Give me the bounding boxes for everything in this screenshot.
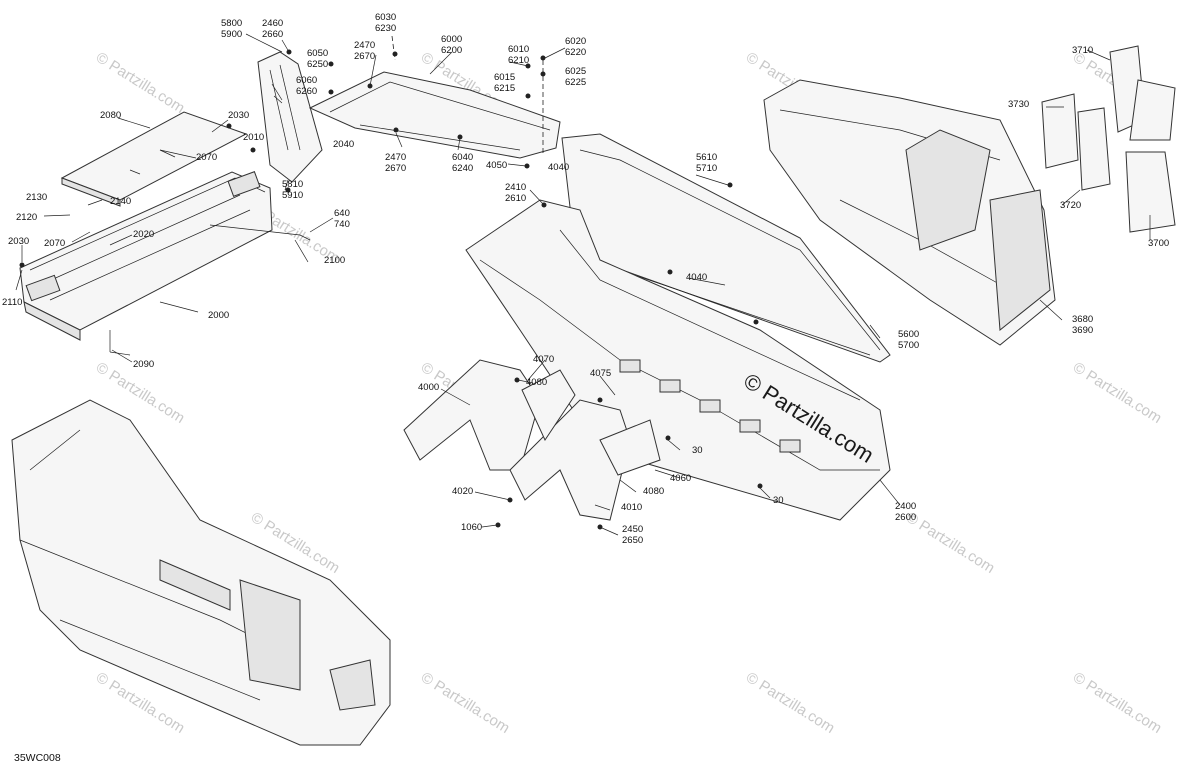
callout-label: 4060 bbox=[670, 473, 691, 484]
callout-label: 6240 bbox=[452, 163, 473, 174]
callout-label: 6020 bbox=[565, 36, 586, 47]
callout-label: 6000 bbox=[441, 34, 462, 45]
vertical-panel-part bbox=[257, 51, 323, 183]
callout-label: 2400 bbox=[895, 501, 916, 512]
callout-label: 5610 bbox=[696, 152, 717, 163]
callout-label: 6210 bbox=[508, 55, 529, 66]
seat-base-part bbox=[763, 79, 1056, 346]
callout-label: 5710 bbox=[696, 163, 717, 174]
callout-label: 2000 bbox=[208, 310, 229, 321]
callout-label: 3690 bbox=[1072, 325, 1093, 336]
callout-label: 2650 bbox=[622, 535, 643, 546]
callout-label: 6250 bbox=[307, 59, 328, 70]
callout-label: 4080 bbox=[526, 377, 547, 388]
callout-label: 5910 bbox=[282, 190, 303, 201]
callout-label: 2070 bbox=[44, 238, 65, 249]
callout-label: 2670 bbox=[354, 51, 375, 62]
callout-label: 2450 bbox=[622, 524, 643, 535]
front-console-part bbox=[11, 399, 391, 746]
callout-label: 6010 bbox=[508, 44, 529, 55]
callout-label: 5900 bbox=[221, 29, 242, 40]
callout-label: 2080 bbox=[100, 110, 121, 121]
callout-label: 4020 bbox=[452, 486, 473, 497]
callout-label: 6200 bbox=[441, 45, 462, 56]
callout-label: 4010 bbox=[621, 502, 642, 513]
callout-label: 2470 bbox=[354, 40, 375, 51]
callout-label: 2600 bbox=[895, 512, 916, 523]
callout-label: 740 bbox=[334, 219, 350, 230]
callout-label: 6225 bbox=[565, 77, 586, 88]
callout-label: 4040 bbox=[548, 162, 569, 173]
callout-label: 5810 bbox=[282, 179, 303, 190]
callout-label: 2120 bbox=[16, 212, 37, 223]
fastener-markers bbox=[19, 49, 763, 530]
callout-label: 2010 bbox=[243, 132, 264, 143]
callout-label: 640 bbox=[334, 208, 350, 219]
callout-label: 6015 bbox=[494, 72, 515, 83]
callout-label: 30 bbox=[773, 495, 784, 506]
callout-label: 30 bbox=[692, 445, 703, 456]
watermark-text: © Partzilla.com bbox=[93, 49, 188, 117]
callout-label: 4000 bbox=[418, 382, 439, 393]
callout-label: 6060 bbox=[296, 75, 317, 86]
callout-label: 2410 bbox=[505, 182, 526, 193]
callout-label: 2030 bbox=[228, 110, 249, 121]
callout-label: 4040 bbox=[686, 272, 707, 283]
diagram-code: 35WC008 bbox=[14, 752, 61, 764]
callout-label: 2670 bbox=[385, 163, 406, 174]
callout-label: 6040 bbox=[452, 152, 473, 163]
seat-frame-parts bbox=[403, 359, 661, 521]
callout-label: 2070 bbox=[196, 152, 217, 163]
console-frame-part bbox=[19, 171, 311, 356]
watermark-text: © Partzilla.com bbox=[903, 509, 998, 577]
callout-label: 2140 bbox=[110, 196, 131, 207]
callout-label: 3680 bbox=[1072, 314, 1093, 325]
watermark-text: © Partzilla.com bbox=[418, 669, 513, 737]
callout-label: 6030 bbox=[375, 12, 396, 23]
callout-label: 6215 bbox=[494, 83, 515, 94]
callout-label: 5800 bbox=[221, 18, 242, 29]
watermark-text: © Partzilla.com bbox=[1070, 669, 1165, 737]
callout-label: 4070 bbox=[533, 354, 554, 365]
watermark-text: © Partzilla.com bbox=[1070, 359, 1165, 427]
callout-label: 2130 bbox=[26, 192, 47, 203]
callout-label: 2040 bbox=[333, 139, 354, 150]
watermark-text: © Partzilla.com bbox=[743, 669, 838, 737]
callout-label: 4050 bbox=[486, 160, 507, 171]
callout-label: 5700 bbox=[898, 340, 919, 351]
callout-label: 2030 bbox=[8, 236, 29, 247]
callout-label: 2100 bbox=[324, 255, 345, 266]
callout-label: 4075 bbox=[590, 368, 611, 379]
callout-label: 3720 bbox=[1060, 200, 1081, 211]
callout-label: 4080 bbox=[643, 486, 664, 497]
callout-label: 2090 bbox=[133, 359, 154, 370]
console-lid-part bbox=[60, 111, 248, 207]
callout-label: 3730 bbox=[1008, 99, 1029, 110]
seat-bracket-parts bbox=[1041, 45, 1176, 233]
callout-label: 6220 bbox=[565, 47, 586, 58]
callout-layer: 5800590024602660603062302470267060006200… bbox=[2, 12, 1169, 546]
callout-label: 2660 bbox=[262, 29, 283, 40]
callout-label: 3710 bbox=[1072, 45, 1093, 56]
callout-label: 6230 bbox=[375, 23, 396, 34]
callout-label: 1060 bbox=[461, 522, 482, 533]
callout-label: 5600 bbox=[898, 329, 919, 340]
callout-label: 2470 bbox=[385, 152, 406, 163]
callout-label: 2610 bbox=[505, 193, 526, 204]
callout-label: 3700 bbox=[1148, 238, 1169, 249]
top-rail-part bbox=[308, 71, 561, 159]
callout-label: 2460 bbox=[262, 18, 283, 29]
leader-lines bbox=[15, 33, 1151, 536]
callout-label: 6260 bbox=[296, 86, 317, 97]
callout-label: 6050 bbox=[307, 48, 328, 59]
callout-label: 6025 bbox=[565, 66, 586, 77]
callout-label: 2110 bbox=[2, 297, 22, 308]
callout-label: 2020 bbox=[133, 229, 154, 240]
